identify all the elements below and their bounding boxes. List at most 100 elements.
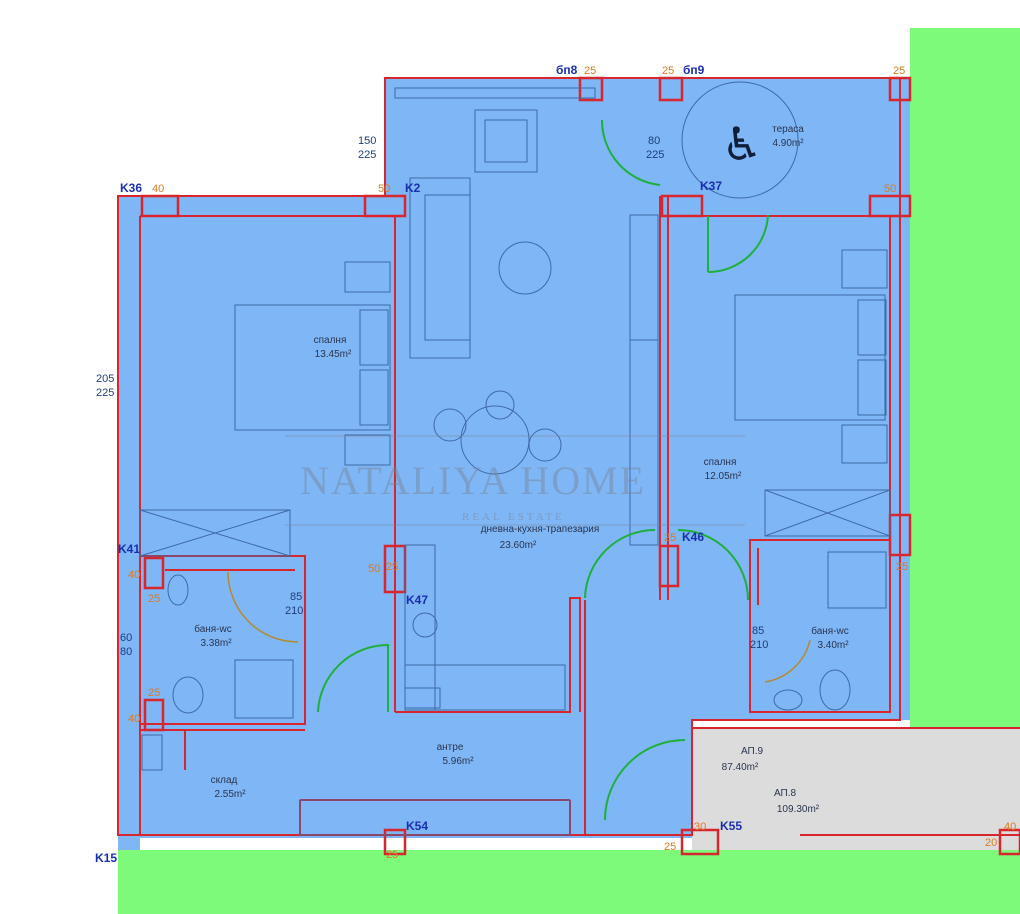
room-terrace-area: 4.90m² (772, 138, 804, 149)
shower-right (827, 551, 887, 609)
room-entry-name: антре (437, 742, 464, 753)
bed-right (734, 249, 888, 464)
dim-o-50-a: 50 (378, 183, 390, 195)
dim-205: 205 (96, 373, 114, 385)
label-k37: K37 (700, 179, 722, 193)
label-k47: K47 (406, 593, 428, 607)
door-living (584, 529, 656, 599)
dim-210-b: 210 (750, 639, 768, 651)
dim-85-b: 85 (752, 625, 764, 637)
toilet-left (167, 574, 204, 714)
label-k36: K36 (120, 181, 142, 195)
label-k54: K54 (406, 819, 428, 833)
column-k54 (383, 828, 407, 856)
room-ap9-name: АП.9 (741, 746, 764, 757)
room-storage-name: склад (211, 775, 238, 786)
dim-225-b: 225 (646, 149, 664, 161)
column-k55 (680, 828, 720, 856)
label-k41: K41 (118, 542, 140, 556)
dim-o-25-f: 25 (148, 593, 160, 605)
room-bedroom-right-name: спалня (704, 457, 737, 468)
dim-o-25-e: 25 (664, 532, 676, 544)
dim-225-a: 225 (358, 149, 376, 161)
storage-walls (140, 729, 305, 770)
column-bn8 (578, 76, 604, 102)
dim-60: 60 (120, 632, 132, 644)
dim-o-25-h: 25 (896, 561, 908, 573)
door-bedroom-right (707, 214, 769, 274)
dim-85-a: 85 (290, 591, 302, 603)
storage-shelf (141, 734, 163, 771)
wardrobe-living (629, 214, 659, 546)
column-bottom-right (998, 828, 1020, 856)
dim-80: 80 (648, 135, 660, 147)
room-living-area: 23.60m² (500, 540, 537, 551)
room-bedroom-left-area: 13.45m² (315, 349, 352, 360)
room-bath-left-name: баня-wc (194, 623, 232, 635)
column-k41 (143, 556, 165, 590)
dim-225-c: 225 (96, 387, 114, 399)
wardrobe-left (139, 509, 291, 557)
dim-210-a: 210 (285, 605, 303, 617)
room-storage-area: 2.55m² (214, 789, 246, 800)
column-k2 (363, 194, 407, 218)
dim-o-50-b: 50 (884, 183, 896, 195)
room-ap9-area: 87.40m² (722, 762, 759, 773)
column-bath-left (143, 698, 165, 732)
neighbor-area-grey (692, 728, 1020, 850)
wheelchair-icon (681, 81, 799, 199)
floor-lower-left (118, 196, 140, 850)
terrace-window (394, 87, 596, 99)
exterior-green-right (910, 28, 1020, 728)
entry-cabinet (299, 799, 571, 836)
sofa (409, 177, 471, 359)
door-terrace (600, 119, 661, 186)
dim-o-25-c: 25 (893, 65, 905, 77)
column-bn9 (658, 76, 684, 102)
toilet-right (773, 669, 851, 711)
dim-o-40-c: 40 (128, 713, 140, 725)
dining-table (433, 390, 562, 475)
dim-150: 150 (358, 135, 376, 147)
watermark-main: NATALIYA HOME (300, 458, 646, 503)
exterior-green-bottom (118, 850, 1020, 914)
door-bedroom-right-2 (677, 529, 749, 601)
room-bath-left-area: 3.38m² (200, 638, 232, 649)
bath-right-walls (749, 539, 891, 713)
dim-o-25-i: 25 (664, 841, 676, 853)
outer-wall (117, 77, 901, 836)
room-bedroom-left-name: спалня (314, 335, 347, 346)
dim-o-25-b: 25 (662, 65, 674, 77)
room-bath-right-area: 3.40m² (817, 640, 849, 651)
dim-o-25-d: 25 (386, 561, 398, 573)
label-bn9: бп9 (683, 63, 705, 77)
column-right-top (868, 194, 912, 218)
bed-left (234, 261, 391, 466)
shower-left (234, 659, 294, 719)
room-living-name: дневна-кухня-трапезария (481, 524, 600, 535)
dim-o-50-c: 50 (368, 563, 380, 575)
door-entrance (604, 739, 686, 821)
door-bath-right-inner (764, 639, 811, 683)
room-bedroom-right-area: 12.05m² (705, 471, 742, 482)
wardrobe-right (764, 489, 891, 537)
dim-o-40-a: 40 (152, 183, 164, 195)
door-bath-left-inner (227, 571, 299, 643)
wheelchair-glyph: ♿ (721, 117, 762, 171)
column-top-right (888, 76, 912, 102)
dim-o-40-b: 40 (128, 569, 140, 581)
label-k46: K46 (682, 530, 704, 544)
dim-o-25-a: 25 (584, 65, 596, 77)
watermark-sub: REAL ESTATE (462, 511, 565, 523)
label-k15: K15 (95, 851, 117, 865)
armchair (474, 109, 538, 173)
room-entry-area: 5.96m² (442, 756, 474, 767)
dim-o-20: 20 (985, 837, 997, 849)
dim-o-30-a: 30 (694, 821, 706, 833)
door-bath-left (317, 643, 389, 713)
room-ap8-area: 109.30m² (777, 804, 820, 815)
dim-o-40-d: 40 (1004, 821, 1016, 833)
label-bn8: бп8 (556, 63, 578, 77)
